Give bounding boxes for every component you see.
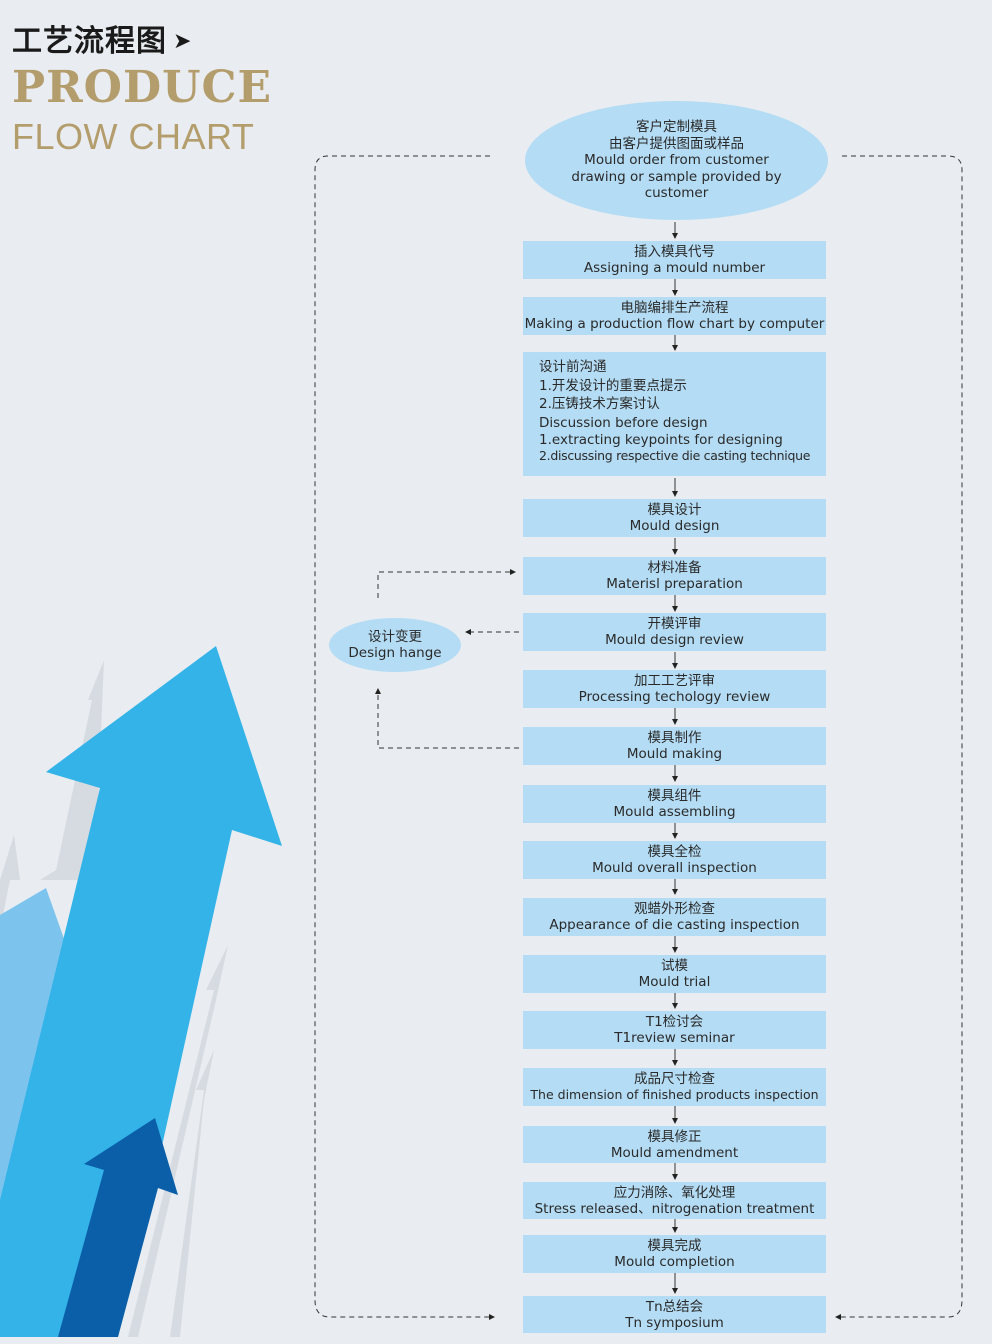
step-cn: 模具修正 xyxy=(648,1129,702,1145)
step-material-preparation: 材料准备 Materisl preparation xyxy=(523,557,826,595)
step-cn: 模具制作 xyxy=(648,730,702,746)
step-en: Processing techology review xyxy=(579,689,771,705)
step-en: Mould assembling xyxy=(613,804,735,820)
step-t1-review: T1检讨会 T1review seminar xyxy=(523,1011,826,1049)
step-cn: 加工工艺评审 xyxy=(634,673,715,689)
step-mould-design: 模具设计 Mould design xyxy=(523,499,826,537)
discussion-cn-item2: 2.压铸技术方案讨认 xyxy=(539,395,826,414)
design-change-en: Design hange xyxy=(348,645,441,662)
step-en: Mould design review xyxy=(605,632,744,648)
step-overall-inspection: 模具全检 Mould overall inspection xyxy=(523,841,826,879)
step-en: Mould design xyxy=(630,518,720,534)
step-discussion-before-design: 设计前沟通 1.开发设计的重要点提示 2.压铸技术方案讨认 Discussion… xyxy=(523,352,826,476)
step-cn: Tn总结会 xyxy=(646,1299,703,1315)
step-mould-making: 模具制作 Mould making xyxy=(523,727,826,765)
step-en: Mould making xyxy=(627,746,722,762)
step-cn: 插入模具代号 xyxy=(634,244,715,260)
step-cn: 电脑编排生产流程 xyxy=(621,300,729,316)
step-en: Making a production flow chart by comput… xyxy=(525,316,825,332)
step-cn: 试模 xyxy=(661,958,688,974)
step-en: Stress released、nitrogenation treatment xyxy=(535,1201,815,1217)
step-assign-mould-number: 插入模具代号 Assigning a mould number xyxy=(523,241,826,279)
start-en-text: Mould order from customer drawing or sam… xyxy=(567,152,787,202)
step-en: Mould completion xyxy=(614,1254,734,1270)
start-cn-line1: 客户定制模具 xyxy=(636,119,717,136)
step-en: T1review seminar xyxy=(614,1030,734,1046)
step-cn: 应力消除、氧化处理 xyxy=(614,1185,736,1201)
step-production-flow-chart: 电脑编排生产流程 Making a production flow chart … xyxy=(523,297,826,335)
step-cn: 模具组件 xyxy=(648,788,702,804)
step-en: Tn symposium xyxy=(625,1315,724,1331)
step-cn: 材料准备 xyxy=(648,560,702,576)
step-cn: 模具完成 xyxy=(648,1238,702,1254)
step-en: Appearance of die casting inspection xyxy=(549,917,799,933)
step-mould-trial: 试模 Mould trial xyxy=(523,955,826,993)
design-change-cn: 设计变更 xyxy=(368,629,422,646)
step-cn: 成品尺寸检查 xyxy=(634,1071,715,1087)
discussion-en-item1: 1.extracting keypoints for designing xyxy=(539,432,826,448)
step-en: Assigning a mould number xyxy=(584,260,765,276)
discussion-cn-title: 设计前沟通 xyxy=(539,358,826,377)
step-cn: 观蜡外形检查 xyxy=(634,901,715,917)
discussion-cn-item1: 1.开发设计的重要点提示 xyxy=(539,377,826,396)
step-processing-review: 加工工艺评审 Processing techology review xyxy=(523,670,826,708)
step-en: Mould trial xyxy=(639,974,711,990)
step-cn: 模具设计 xyxy=(648,502,702,518)
step-en: Materisl preparation xyxy=(606,576,743,592)
start-cn-line2: 由客户提供图面或样品 xyxy=(609,136,744,153)
discussion-en-item2: 2.discussing respective die casting tech… xyxy=(539,448,826,464)
step-stress-release: 应力消除、氧化处理 Stress released、nitrogenation … xyxy=(523,1182,826,1219)
step-cn: T1检讨会 xyxy=(646,1014,703,1030)
step-cn: 开模评审 xyxy=(648,616,702,632)
step-en: The dimension of finished products inspe… xyxy=(530,1087,818,1103)
design-change-node: 设计变更 Design hange xyxy=(329,618,461,672)
step-tn-symposium: Tn总结会 Tn symposium xyxy=(523,1296,826,1333)
step-dimension-inspection: 成品尺寸检查 The dimension of finished product… xyxy=(523,1068,826,1106)
step-cn: 模具全检 xyxy=(648,844,702,860)
step-en: Mould overall inspection xyxy=(592,860,757,876)
step-appearance-inspection: 观蜡外形检查 Appearance of die casting inspect… xyxy=(523,898,826,936)
step-mould-completion: 模具完成 Mould completion xyxy=(523,1235,826,1273)
step-mould-amendment: 模具修正 Mould amendment xyxy=(523,1126,826,1163)
step-en: Mould amendment xyxy=(611,1145,738,1161)
discussion-en-title: Discussion before design xyxy=(539,414,826,433)
step-mould-design-review: 开模评审 Mould design review xyxy=(523,613,826,651)
start-node-customer-order: 客户定制模具 由客户提供图面或样品 Mould order from custo… xyxy=(525,101,828,220)
step-mould-assembling: 模具组件 Mould assembling xyxy=(523,785,826,823)
